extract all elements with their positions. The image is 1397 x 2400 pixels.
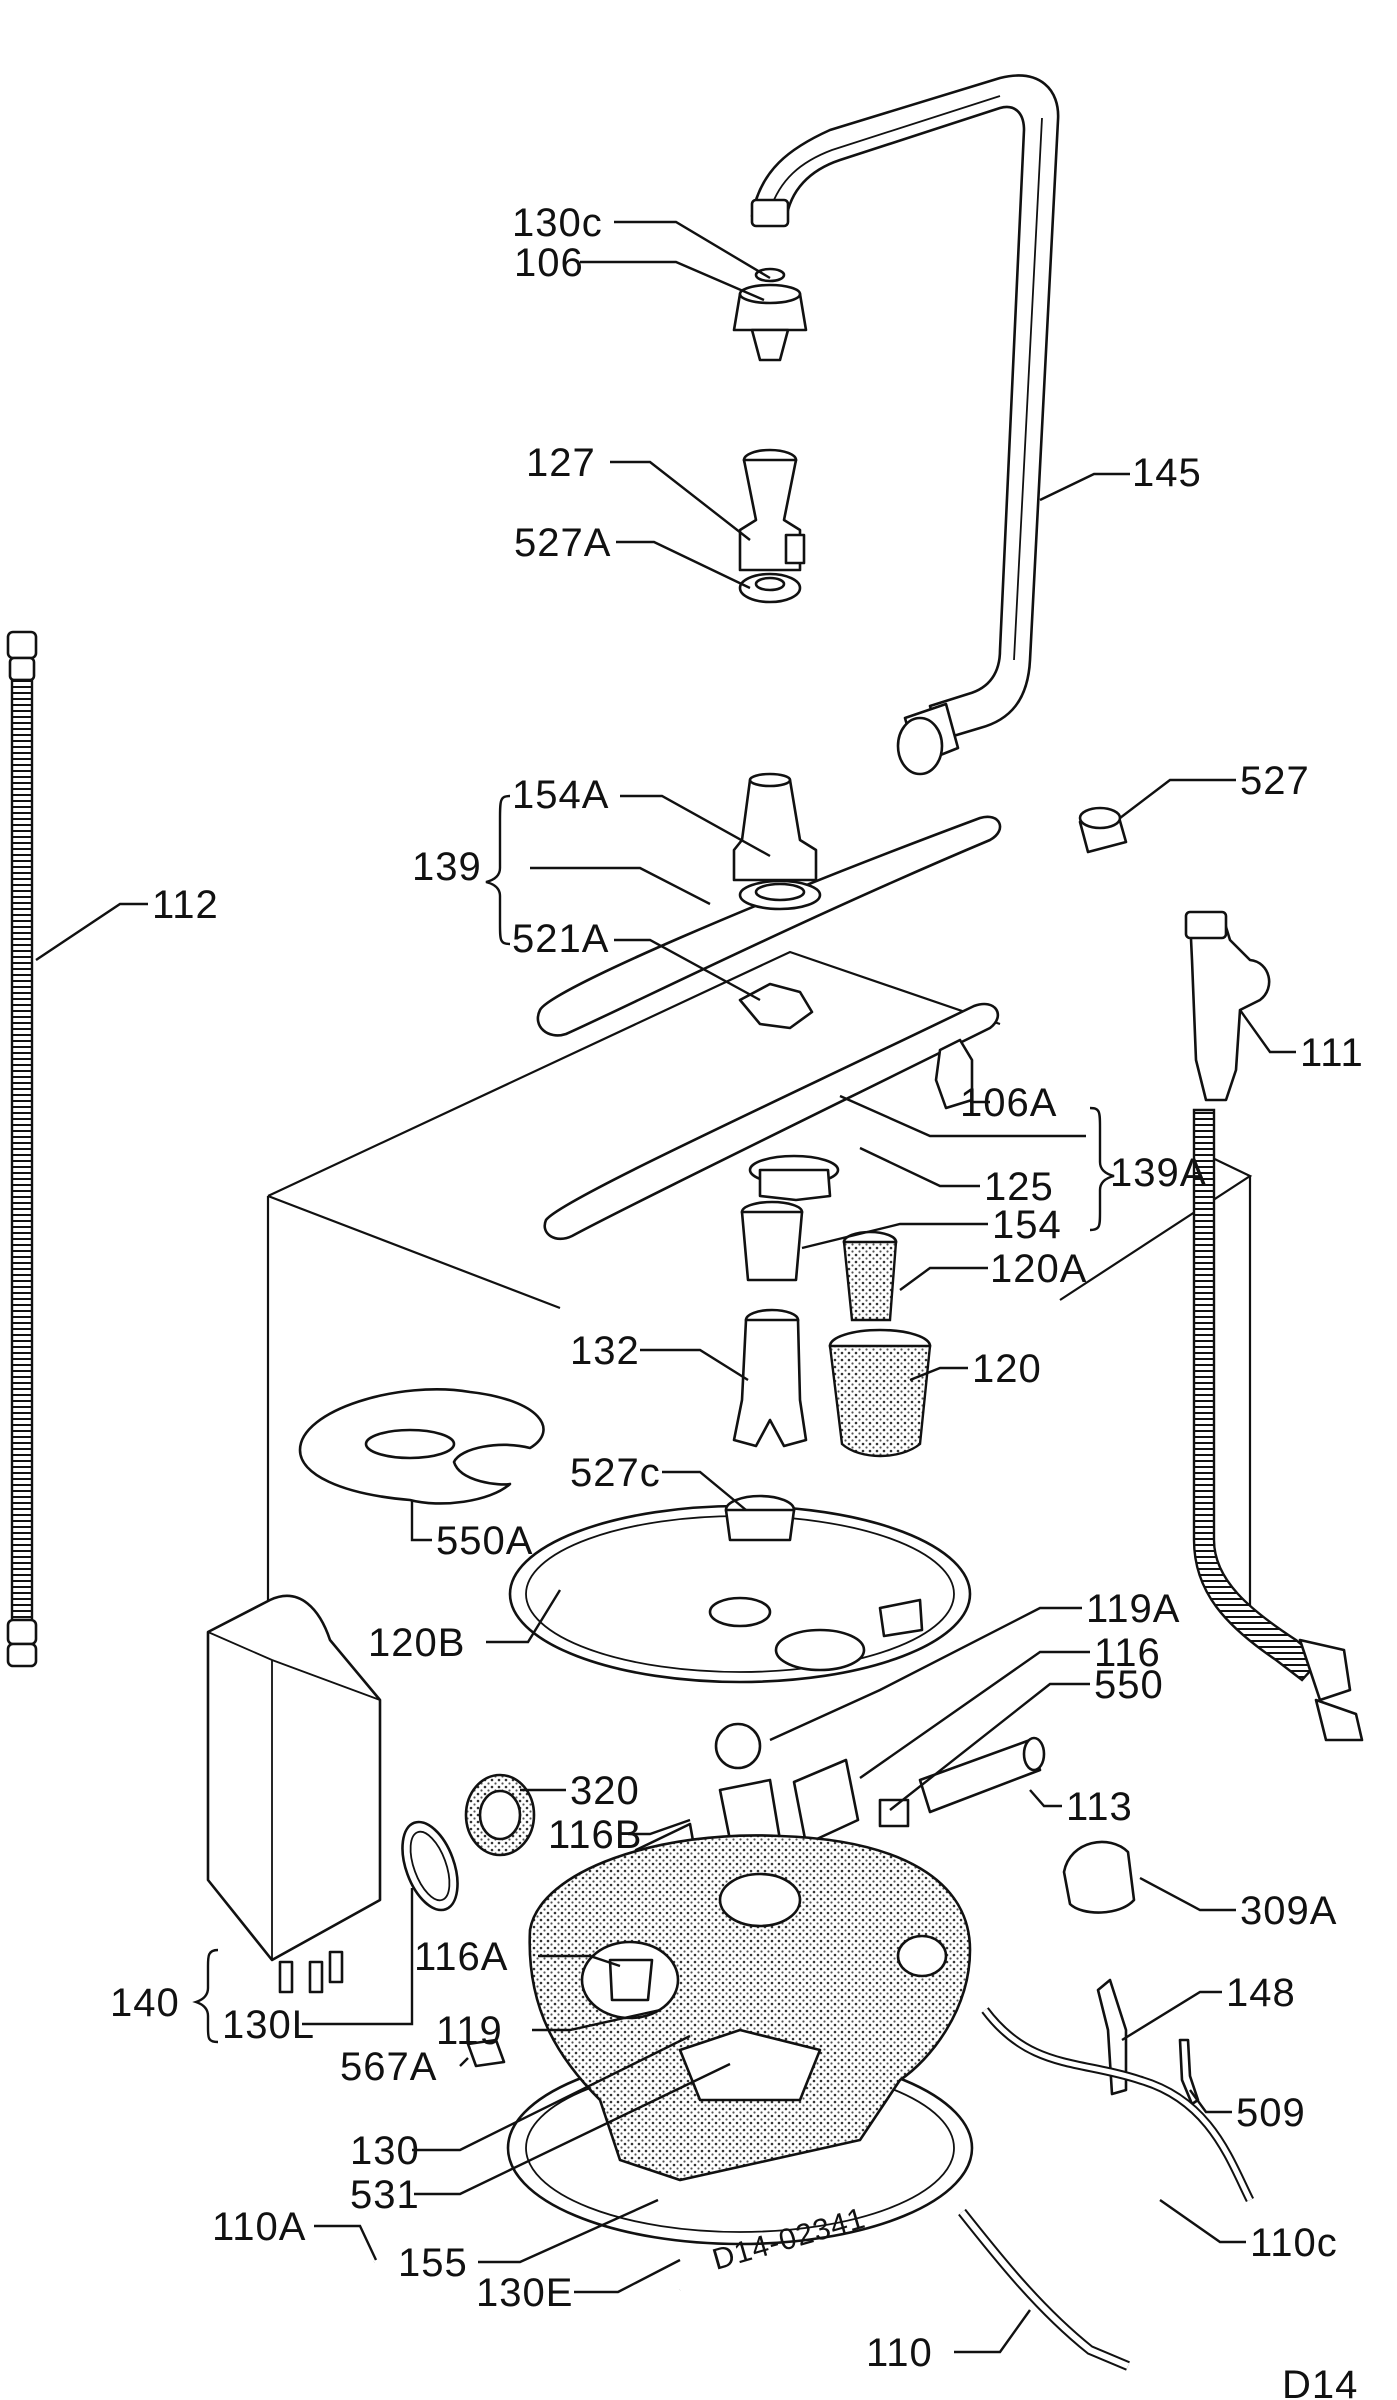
label-116: 116 — [1094, 1631, 1161, 1675]
filter-tube-parts — [732, 1200, 932, 1458]
label-145: 145 — [1132, 451, 1202, 495]
label-531: 531 — [350, 2173, 420, 2217]
callout-labels: 130c 106 127 527A 145 527 154A 139 521A … — [110, 201, 1364, 2400]
label-130l: 130L — [222, 2003, 315, 2047]
diagram-code: D14 — [1282, 2363, 1358, 2400]
label-527c: 527c — [570, 1451, 661, 1495]
label-120a: 120A — [990, 1247, 1087, 1291]
label-110c: 110c — [1250, 2221, 1338, 2265]
upper-spray-arm-part — [536, 772, 1002, 1037]
label-320: 320 — [570, 1769, 640, 1813]
sump-body-part — [506, 1834, 974, 2246]
label-110a: 110A — [212, 2205, 306, 2249]
label-139a: 139A — [1110, 1151, 1207, 1195]
upper-spray-pipe-part — [750, 74, 1060, 776]
inlet-hose-111-part — [1184, 910, 1364, 1742]
grid-plate-550a-part — [298, 1388, 545, 1505]
label-148: 148 — [1226, 1971, 1296, 2015]
leader-lines — [35, 220, 1296, 2354]
label-550: 550 — [1094, 1663, 1164, 1707]
label-154: 154 — [992, 1203, 1062, 1247]
label-567a: 567A — [340, 2045, 437, 2089]
label-116b: 116B — [548, 1813, 642, 1857]
label-106a: 106A — [960, 1081, 1057, 1125]
label-110: 110 — [866, 2331, 933, 2375]
nut-527-part — [1078, 806, 1128, 854]
label-130e: 130E — [476, 2271, 573, 2315]
label-120b: 120B — [368, 1621, 465, 1665]
label-130: 130 — [350, 2129, 420, 2173]
label-127: 127 — [526, 441, 596, 485]
label-550a: 550A — [436, 1519, 533, 1563]
clip-567a-part — [466, 2038, 506, 2068]
label-527: 527 — [1240, 759, 1310, 803]
top-nut-part — [732, 267, 808, 362]
tub-outline — [266, 950, 1253, 1640]
ring-and-cap-part — [401, 1773, 536, 1912]
small-hoses — [367, 2007, 1255, 2371]
group-brackets — [192, 794, 1115, 2044]
label-139: 139 — [412, 845, 482, 889]
label-527a: 527A — [514, 521, 611, 565]
label-119: 119 — [436, 2009, 503, 2053]
filter-plate-120b-part — [508, 1494, 972, 1684]
label-521a: 521A — [512, 917, 609, 961]
label-113: 113 — [1066, 1785, 1133, 1829]
label-509: 509 — [1236, 2091, 1306, 2135]
label-111: 111 — [1300, 1031, 1364, 1075]
label-120: 120 — [972, 1347, 1042, 1391]
label-132: 132 — [570, 1329, 640, 1373]
connector-part — [738, 448, 806, 604]
lower-spray-arm-part — [543, 1002, 1000, 1241]
label-154a: 154A — [512, 773, 609, 817]
label-106: 106 — [514, 241, 584, 285]
right-small-parts — [878, 1736, 1200, 2106]
label-116a: 116A — [414, 1935, 508, 1979]
container-140-part — [206, 1594, 382, 1994]
label-309a: 309A — [1240, 1889, 1337, 1933]
drain-hose-112-part — [6, 630, 38, 1668]
label-155: 155 — [398, 2241, 468, 2285]
label-125: 125 — [984, 1165, 1054, 1209]
label-112: 112 — [152, 883, 219, 927]
label-119a: 119A — [1086, 1587, 1180, 1631]
label-130c: 130c — [512, 201, 603, 245]
label-140: 140 — [110, 1981, 180, 2025]
